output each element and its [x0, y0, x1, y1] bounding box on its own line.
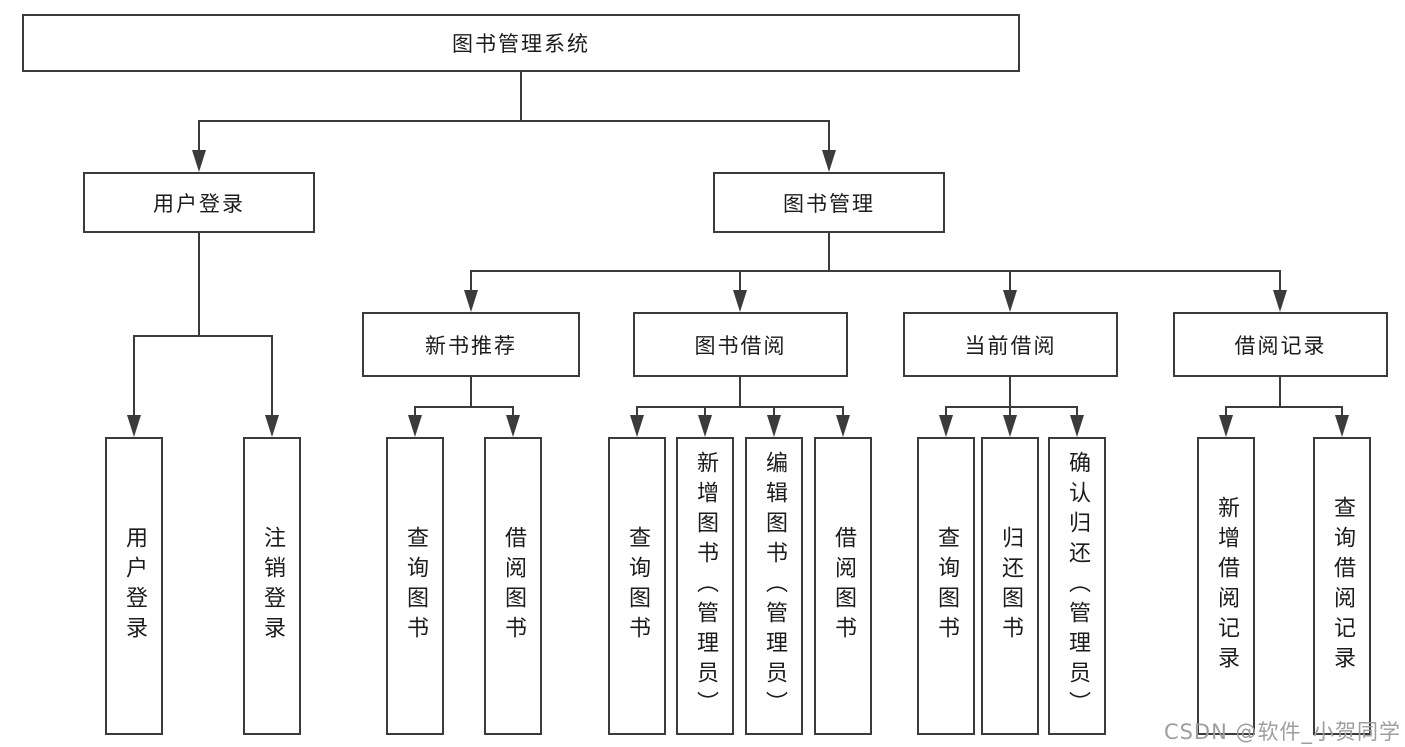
arrowhead-icon — [767, 415, 781, 437]
csdn-watermark: CSDN @软件_小贺同学 — [1163, 720, 1401, 744]
connector-line — [1225, 406, 1227, 417]
arrowhead-icon — [1335, 415, 1349, 437]
leaf-current-query-books: 查询图书 — [917, 437, 975, 735]
leaf-recommend-query-books: 查询图书 — [386, 437, 444, 735]
connector-line — [1076, 406, 1078, 417]
node-library-system: 图书管理系统 — [22, 14, 1020, 72]
node-borrow-records: 借阅记录 — [1173, 312, 1388, 377]
connector-line — [1009, 406, 1011, 417]
connector-line — [636, 406, 844, 408]
arrowhead-icon — [506, 415, 520, 437]
connector-line — [1225, 406, 1343, 408]
node-book-borrow: 图书借阅 — [633, 312, 848, 377]
connector-line — [512, 406, 514, 417]
arrowhead-icon — [822, 150, 836, 172]
connector-line — [470, 270, 472, 292]
connector-line — [1341, 406, 1343, 417]
connector-line — [198, 233, 200, 336]
node-user-login: 用户登录 — [83, 172, 315, 233]
leaf-add-borrow-record: 新增借阅记录 — [1197, 437, 1255, 735]
arrowhead-icon — [836, 415, 850, 437]
connector-line — [739, 377, 741, 408]
leaf-query-borrow-record: 查询借阅记录 — [1313, 437, 1371, 735]
arrowhead-icon — [630, 415, 644, 437]
node-book-management: 图书管理 — [713, 172, 945, 233]
connector-line — [842, 406, 844, 417]
leaf-add-books-admin: 新增图书（管理员） — [676, 437, 734, 735]
connector-line — [636, 406, 638, 417]
connector-line — [945, 406, 1078, 408]
arrowhead-icon — [1003, 290, 1017, 312]
leaf-logout: 注销登录 — [243, 437, 301, 735]
leaf-edit-books-admin: 编辑图书（管理员） — [745, 437, 803, 735]
connector-line — [828, 233, 830, 272]
leaf-return-books: 归还图书 — [981, 437, 1039, 735]
leaf-recommend-borrow-books: 借阅图书 — [484, 437, 542, 735]
arrowhead-icon — [733, 290, 747, 312]
connector-line — [198, 120, 200, 152]
arrowhead-icon — [1219, 415, 1233, 437]
arrowhead-icon — [1273, 290, 1287, 312]
arrowhead-icon — [1003, 415, 1017, 437]
connector-line — [470, 377, 472, 408]
connector-line — [414, 406, 416, 417]
connector-line — [198, 120, 830, 122]
connector-line — [704, 406, 706, 417]
connector-line — [133, 335, 135, 417]
leaf-borrow-query-books: 查询图书 — [608, 437, 666, 735]
connector-line — [1279, 377, 1281, 408]
connector-line — [1009, 377, 1011, 408]
leaf-confirm-return-admin: 确认归还（管理员） — [1048, 437, 1106, 735]
connector-line — [470, 270, 1281, 272]
connector-line — [1009, 270, 1011, 292]
arrowhead-icon — [1070, 415, 1084, 437]
connector-line — [520, 72, 522, 120]
connector-line — [945, 406, 947, 417]
node-current-borrow: 当前借阅 — [903, 312, 1118, 377]
connector-line — [271, 335, 273, 417]
arrowhead-icon — [408, 415, 422, 437]
node-new-book-recommend: 新书推荐 — [362, 312, 580, 377]
arrowhead-icon — [939, 415, 953, 437]
connector-line — [773, 406, 775, 417]
arrowhead-icon — [698, 415, 712, 437]
arrowhead-icon — [192, 150, 206, 172]
arrowhead-icon — [265, 415, 279, 437]
connector-line — [133, 335, 273, 337]
connector-line — [414, 406, 514, 408]
connector-line — [739, 270, 741, 292]
arrowhead-icon — [464, 290, 478, 312]
arrowhead-icon — [127, 415, 141, 437]
connector-line — [828, 120, 830, 152]
connector-line — [1279, 270, 1281, 292]
leaf-user-login: 用户登录 — [105, 437, 163, 735]
leaf-borrow-books: 借阅图书 — [814, 437, 872, 735]
